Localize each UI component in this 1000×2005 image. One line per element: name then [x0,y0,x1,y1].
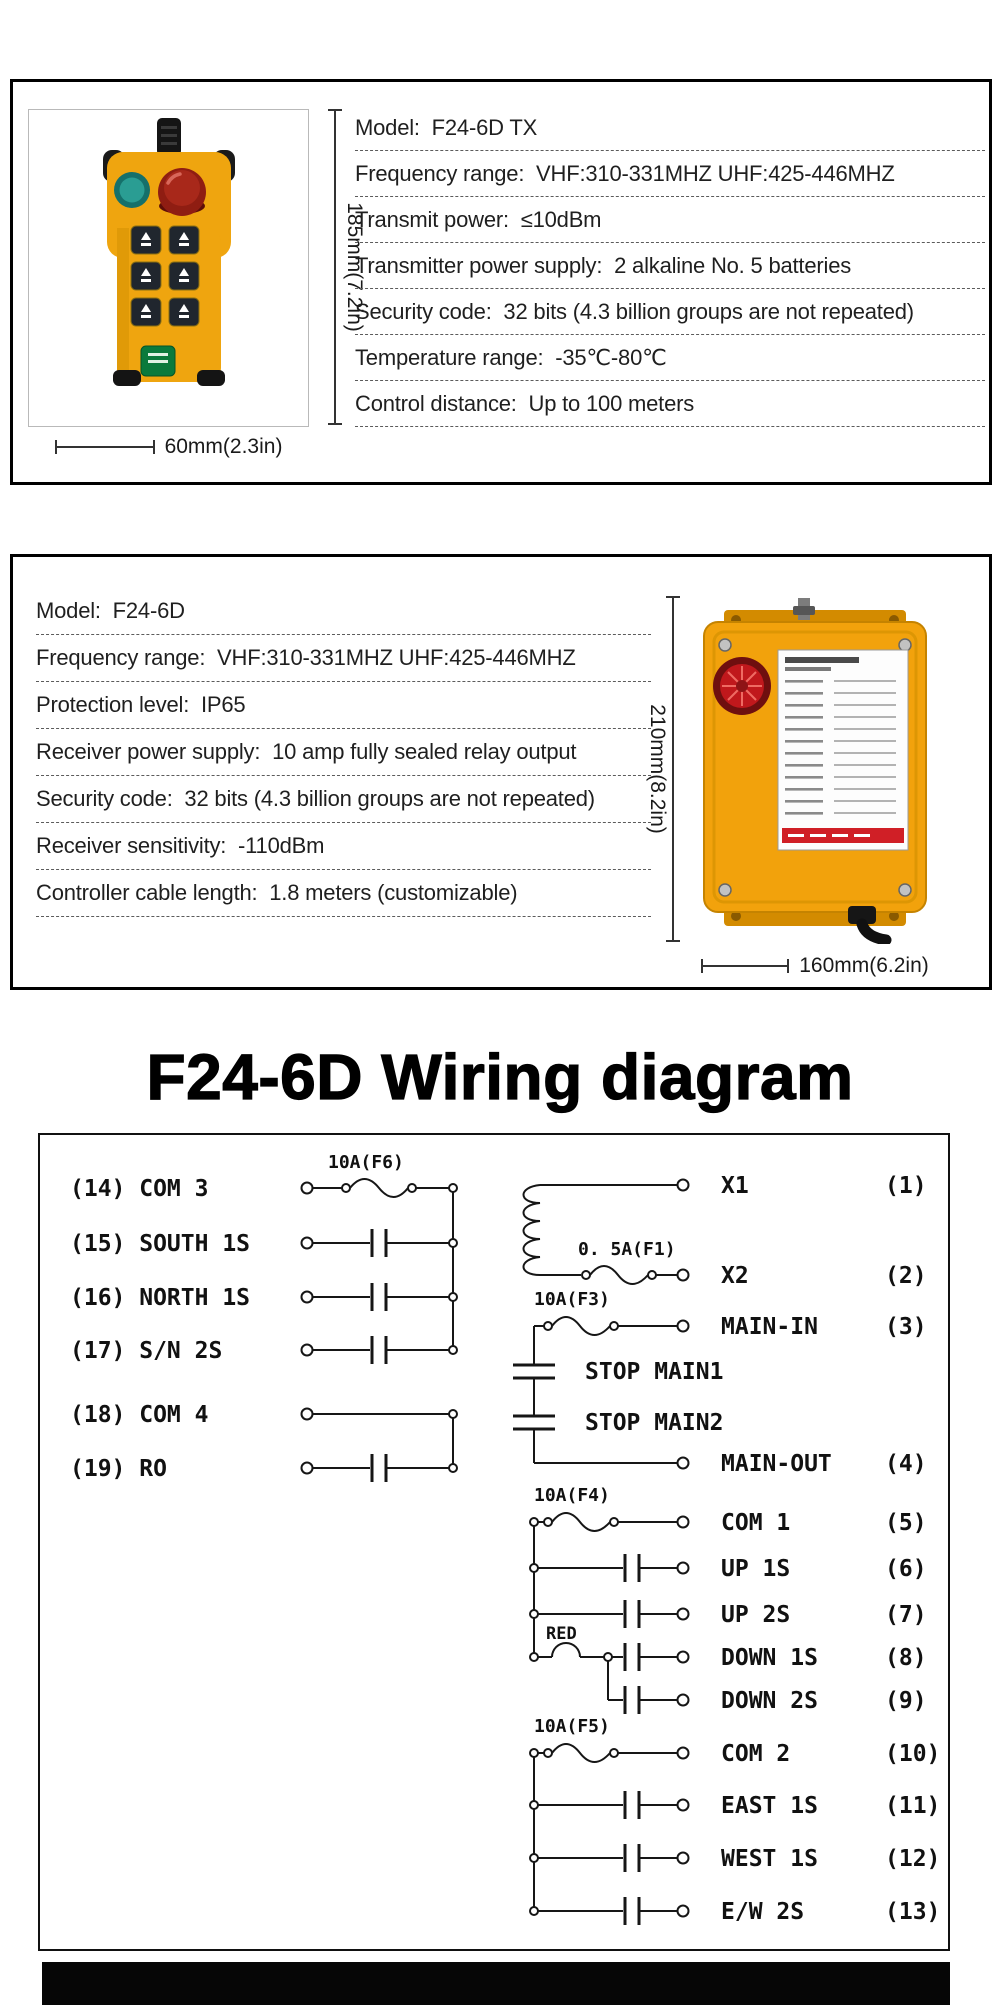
terminal-name-com2: COM 2 [721,1741,790,1767]
receiver-section: Model: F24-6D Frequency range: VHF:310-3… [10,554,992,990]
terminal-name-x2: X2 [721,1263,749,1289]
terminal-name-up1s: UP 1S [721,1556,790,1582]
fuse-label-f1: 0. 5A(F1) [578,1239,676,1260]
beacon-light [713,657,771,715]
terminal-num-11: (11) [885,1793,940,1819]
spec-row: Protection level: IP65 [36,682,651,729]
spec-row: Transmit power: ≤10dBm [355,197,985,243]
terminal-num-6: (6) [885,1556,927,1582]
wiring-diagram-title: F24-6D Wiring diagram [146,1041,854,1113]
bottom-divider-bar [42,1962,950,2005]
contact-symbols-left [370,1229,388,1482]
dimension-line [328,109,342,425]
terminal-name-main-out: MAIN-OUT [721,1451,832,1477]
wiring-wires [313,1178,677,1925]
terminal-name-west1s: WEST 1S [721,1846,818,1872]
red-wire-label: RED [546,1624,577,1644]
control-buttons [130,225,200,327]
cable-gland [848,906,892,944]
spec-row: Frequency range: VHF:310-331MHZ UHF:425-… [36,635,651,682]
transmitter-section: 185mm(7.2in) 60mm(2.3in) Model: F24-6D T… [10,79,992,485]
terminal-label-19: (19) RO [70,1456,167,1482]
spec-row: Receiver sensitivity: -110dBm [36,823,651,870]
dimension-line [701,959,790,973]
spec-row: Control distance: Up to 100 meters [355,381,985,427]
terminal-label-18: (18) COM 4 [70,1402,208,1428]
transmitter-illustration [103,118,235,386]
terminal-num-10: (10) [885,1741,940,1767]
spec-row: Security code: 32 bits (4.3 billion grou… [36,776,651,823]
fuse-label-f5: 10A(F5) [534,1716,610,1737]
spec-row: Temperature range: -35℃-80℃ [355,335,985,381]
terminal-num-2: (2) [885,1263,927,1289]
wiring-label [777,649,909,851]
terminal-num-1: (1) [885,1173,927,1199]
spec-row: Transmitter power supply: 2 alkaline No.… [355,243,985,289]
contact-symbols-eastwest [623,1791,641,1925]
fuse-label-f6: 10A(F6) [328,1152,404,1173]
spec-row: Controller cable length: 1.8 meters (cus… [36,870,651,917]
terminal-label-17: (17) S/N 2S [70,1338,222,1364]
dimension-line [666,596,680,942]
transmitter-specs-list: Model: F24-6D TX Frequency range: VHF:31… [355,105,985,427]
terminal-num-13: (13) [885,1899,940,1925]
fuse-label-f4: 10A(F4) [534,1485,610,1506]
receiver-illustration [703,598,927,944]
receiver-height-dimension: 210mm(8.2in) [646,596,684,942]
spec-row: Model: F24-6D [36,588,651,635]
terminal-label-16: (16) NORTH 1S [70,1285,250,1311]
terminal-name-down2s: DOWN 2S [721,1688,818,1714]
terminal-name-main-in: MAIN-IN [721,1314,818,1340]
coil-symbol [522,1184,541,1276]
terminal-num-4: (4) [885,1451,927,1477]
receiver-specs-list: Model: F24-6D Frequency range: VHF:310-3… [36,588,651,917]
terminal-num-3: (3) [885,1314,927,1340]
terminal-name-east1s: EAST 1S [721,1793,818,1819]
terminal-num-7: (7) [885,1602,927,1628]
fuse-label-f3: 10A(F3) [534,1289,610,1310]
wiring-labels: (14) COM 3 (15) SOUTH 1S (16) NORTH 1S (… [70,1152,940,1925]
contact-symbols-updown [623,1554,641,1714]
terminal-label-14: (14) COM 3 [70,1176,208,1202]
dimension-line [54,440,155,454]
red-jumper-wire [551,1642,581,1658]
terminal-label-15: (15) SOUTH 1S [70,1231,250,1257]
dimension-label: 160mm(6.2in) [799,954,929,977]
label-stop-main1: STOP MAIN1 [585,1359,723,1385]
terminal-name-down1s: DOWN 1S [721,1645,818,1671]
transmitter-height-dimension: 185mm(7.2in) [328,109,366,425]
transmitter-width-dimension: 60mm(2.3in) [28,434,309,460]
terminal-num-12: (12) [885,1846,940,1872]
terminal-name-x1: X1 [721,1173,749,1199]
dimension-label: 210mm(8.2in) [646,704,669,834]
stop-contact-symbols [513,1363,555,1431]
spec-row: Security code: 32 bits (4.3 billion grou… [355,289,985,335]
dimension-label: 60mm(2.3in) [164,435,283,458]
terminal-name-up2s: UP 2S [721,1602,790,1628]
spec-row: Model: F24-6D TX [355,105,985,151]
spec-row: Frequency range: VHF:310-331MHZ UHF:425-… [355,151,985,197]
label-stop-main2: STOP MAIN2 [585,1410,723,1436]
spec-row: Receiver power supply: 10 amp fully seal… [36,729,651,776]
receiver-photo [698,594,932,944]
terminal-num-9: (9) [885,1688,927,1714]
terminal-num-8: (8) [885,1645,927,1671]
terminal-name-com1: COM 1 [721,1510,790,1536]
terminal-num-5: (5) [885,1510,927,1536]
transmitter-photo [28,109,309,427]
wiring-diagram: (14) COM 3 (15) SOUTH 1S (16) NORTH 1S (… [38,1133,950,1951]
receiver-width-dimension: 160mm(6.2in) [685,953,945,979]
wiring-nodes [300,1178,690,1918]
terminal-name-ew2s: E/W 2S [721,1899,804,1925]
wiring-diagram-svg: (14) COM 3 (15) SOUTH 1S (16) NORTH 1S (… [70,1152,940,1925]
